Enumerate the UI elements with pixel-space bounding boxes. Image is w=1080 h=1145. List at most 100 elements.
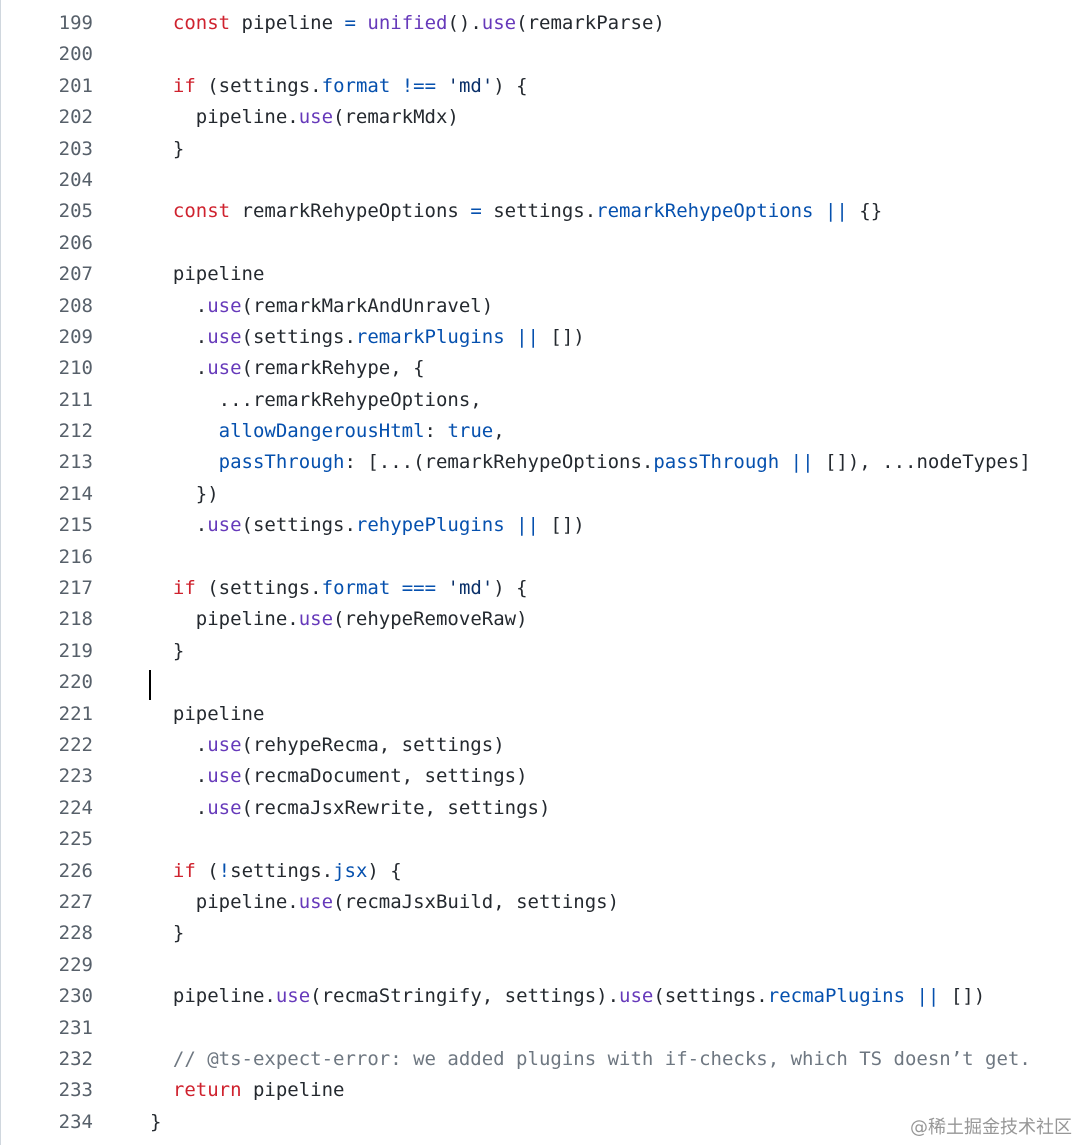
code-token: unified [367, 12, 448, 34]
code-token [436, 75, 447, 97]
line-number[interactable]: 202 [58, 106, 93, 129]
line-number[interactable]: 230 [58, 985, 93, 1008]
code-token: rehypePlugins [355, 514, 505, 537]
code-token: if [172, 859, 196, 882]
code-token [905, 985, 916, 1007]
code-text [93, 1013, 150, 1044]
code-token: use [207, 796, 242, 819]
code-token: use [298, 890, 334, 913]
code-text: if (settings.format !== 'md') { [93, 71, 528, 102]
code-text [93, 667, 150, 698]
code-text [93, 228, 150, 259]
code-token: []), ...nodeTypes] [813, 451, 1031, 474]
line-number[interactable]: 232 [58, 1047, 93, 1070]
line-number[interactable]: 212 [58, 420, 93, 443]
code-token: === [401, 577, 437, 600]
line-number[interactable]: 208 [58, 294, 93, 317]
line-number[interactable]: 200 [58, 43, 93, 66]
line-number[interactable]: 216 [58, 545, 93, 568]
code-token: (settings. [653, 985, 768, 1008]
line-number[interactable]: 218 [58, 608, 93, 631]
line-number[interactable]: 206 [58, 231, 93, 254]
code-text: return pipeline [93, 1075, 345, 1106]
code-block[interactable]: 199 const pipeline = unified().use(remar… [1, 8, 1080, 1138]
code-token [150, 860, 173, 882]
code-token [150, 1048, 173, 1070]
code-text [93, 39, 150, 70]
code-token: format [321, 577, 391, 600]
line-number[interactable]: 214 [58, 482, 93, 505]
line-number[interactable]: 210 [58, 357, 93, 380]
line-number[interactable]: 207 [58, 263, 93, 286]
code-line: 203 } [1, 134, 1080, 165]
line-number[interactable]: 204 [58, 168, 93, 191]
code-text: } [93, 134, 184, 165]
code-token: || [516, 514, 539, 537]
code-line: 224 .use(recmaJsxRewrite, settings) [1, 793, 1080, 824]
code-token: || [824, 200, 848, 223]
line-number[interactable]: 225 [58, 828, 93, 851]
line-number[interactable]: 217 [58, 577, 93, 600]
code-token [150, 451, 219, 473]
code-line: 219 } [1, 636, 1080, 667]
code-token: recmaPlugins [767, 985, 906, 1008]
code-text: const pipeline = unified().use(remarkPar… [93, 8, 665, 39]
line-number[interactable]: 224 [58, 796, 93, 819]
code-token: remarkRehypeOptions [596, 200, 814, 223]
code-token [150, 577, 173, 599]
code-token: . [150, 796, 208, 819]
code-token: ! [218, 859, 231, 882]
code-text: .use(remarkRehype, { [93, 353, 425, 384]
code-text: .use(remarkMarkAndUnravel) [93, 291, 493, 322]
line-number[interactable]: 199 [58, 12, 93, 34]
line-number[interactable]: 219 [58, 639, 93, 662]
line-number[interactable]: 231 [58, 1016, 93, 1039]
code-line: 227 pipeline.use(recmaJsxBuild, settings… [1, 887, 1080, 918]
code-line: 213 passThrough: [...(remarkRehypeOption… [1, 447, 1080, 478]
code-token: passThrough [218, 451, 345, 474]
code-token: : [...(remarkRehypeOptions. [344, 451, 654, 474]
code-line: 207 pipeline [1, 259, 1080, 290]
text-caret [149, 670, 151, 700]
line-number[interactable]: 203 [58, 137, 93, 160]
line-number[interactable]: 229 [58, 953, 93, 976]
code-token: (settings. [241, 325, 356, 348]
line-number[interactable]: 234 [58, 1110, 93, 1133]
line-number[interactable]: 223 [58, 765, 93, 788]
line-number[interactable]: 228 [58, 922, 93, 945]
line-number[interactable]: 222 [58, 733, 93, 756]
line-number[interactable]: 209 [58, 325, 93, 348]
code-token [390, 577, 401, 599]
line-number[interactable]: 201 [58, 74, 93, 97]
code-token: (rehypeRecma, settings) [241, 733, 505, 756]
line-number[interactable]: 211 [58, 388, 93, 411]
line-number[interactable]: 220 [58, 671, 93, 694]
line-number[interactable]: 226 [58, 859, 93, 882]
code-token: } [150, 137, 185, 160]
line-number[interactable]: 221 [58, 702, 93, 725]
line-number[interactable]: 233 [58, 1079, 93, 1102]
code-token: ) { [493, 577, 528, 600]
code-text: pipeline [93, 259, 265, 290]
code-token: format [321, 74, 391, 97]
code-token: true [447, 420, 494, 443]
code-token: remarkPlugins [355, 325, 505, 348]
line-number[interactable]: 205 [58, 200, 93, 223]
line-number[interactable]: 215 [58, 514, 93, 537]
code-token: pipeline. [150, 985, 276, 1008]
code-token: . [150, 357, 208, 380]
line-number[interactable]: 213 [58, 451, 93, 474]
code-token: // @ts-expect-error: we added plugins wi… [172, 1047, 1031, 1070]
code-token: return [172, 1079, 242, 1102]
code-token: (recmaStringify, settings). [310, 985, 620, 1008]
code-text: .use(settings.rehypePlugins || []) [93, 510, 585, 541]
code-token: use [207, 765, 242, 788]
line-number[interactable]: 227 [58, 890, 93, 913]
code-line: 212 allowDangerousHtml: true, [1, 416, 1080, 447]
code-line: 201 if (settings.format !== 'md') { [1, 71, 1080, 102]
code-token: (remarkParse) [516, 12, 665, 34]
code-line: 208 .use(remarkMarkAndUnravel) [1, 291, 1080, 322]
code-token: remarkRehypeOptions [230, 200, 471, 223]
code-token: pipeline [150, 702, 265, 725]
